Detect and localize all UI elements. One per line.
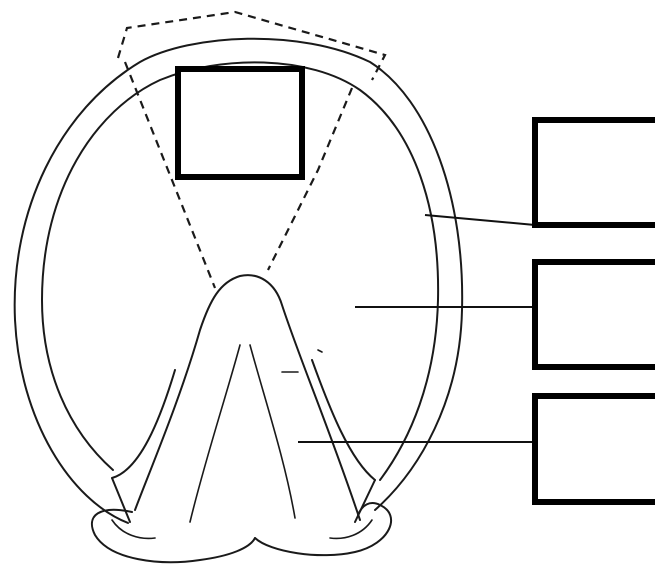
label-box-wall <box>535 120 655 225</box>
right-bar-outer <box>312 360 375 480</box>
label-box-sole <box>535 262 655 367</box>
label-box-frog <box>535 396 655 502</box>
frog-mark-small <box>318 350 322 352</box>
heel-bulb-inner-left <box>112 520 155 538</box>
left-bar-outer <box>112 370 175 478</box>
right-heel-bulb <box>255 503 391 555</box>
heel-bulb-inner-right <box>330 520 372 538</box>
left-bar-inner <box>112 478 130 522</box>
frog-central-groove-right <box>250 345 295 518</box>
frog-central-groove-left <box>190 345 240 522</box>
leader-line-wall <box>425 215 535 225</box>
label-box-top <box>178 69 302 177</box>
